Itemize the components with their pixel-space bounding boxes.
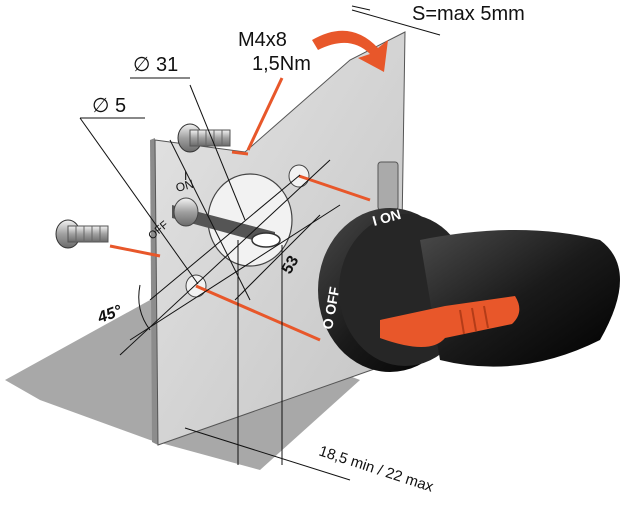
thickness-dim-a bbox=[351, 9, 441, 36]
guide-screw-top bbox=[231, 150, 249, 156]
thickness-label: S=max 5mm bbox=[412, 3, 525, 25]
rotary-handle bbox=[318, 208, 620, 372]
screw-spec-label: M4x8 bbox=[238, 29, 287, 51]
center-dist-label: 53 bbox=[279, 253, 303, 277]
knob-off-label: O OFF bbox=[319, 285, 342, 330]
dim-line-9 bbox=[184, 427, 351, 481]
guide-hole-bottom bbox=[195, 284, 321, 342]
panel-on-symbol: I bbox=[184, 169, 187, 183]
dia-small-label: ∅ 5 bbox=[92, 95, 126, 117]
panel-edge bbox=[150, 138, 158, 445]
screw-left bbox=[55, 219, 109, 249]
thickness-dim-b bbox=[351, 5, 371, 11]
guide-torque bbox=[246, 77, 284, 151]
dim-line-3 bbox=[149, 174, 301, 301]
torque-label: 1,5Nm bbox=[252, 53, 311, 75]
dim-line-6 bbox=[79, 117, 199, 285]
dim-line-4 bbox=[169, 139, 251, 301]
knob-on-label: I ON bbox=[371, 206, 403, 229]
dim-line-10 bbox=[234, 214, 321, 301]
panel-slot bbox=[377, 161, 399, 211]
panel-on-text: ON bbox=[174, 177, 195, 195]
guide-screw-left bbox=[109, 244, 161, 258]
depth-label: 18,5 min / 22 max bbox=[317, 443, 436, 496]
shaft-collar bbox=[173, 197, 199, 227]
angle-arc bbox=[138, 284, 151, 331]
guide-hole-top bbox=[298, 174, 371, 202]
dim-line-1 bbox=[119, 159, 331, 356]
rotation-arrow-icon bbox=[312, 30, 388, 72]
screw-top bbox=[177, 123, 231, 153]
shaft-tip bbox=[251, 232, 281, 248]
dim-line-5 bbox=[189, 84, 246, 221]
dia-large-label: ∅ 31 bbox=[133, 54, 178, 76]
dim-line-2 bbox=[129, 204, 341, 341]
